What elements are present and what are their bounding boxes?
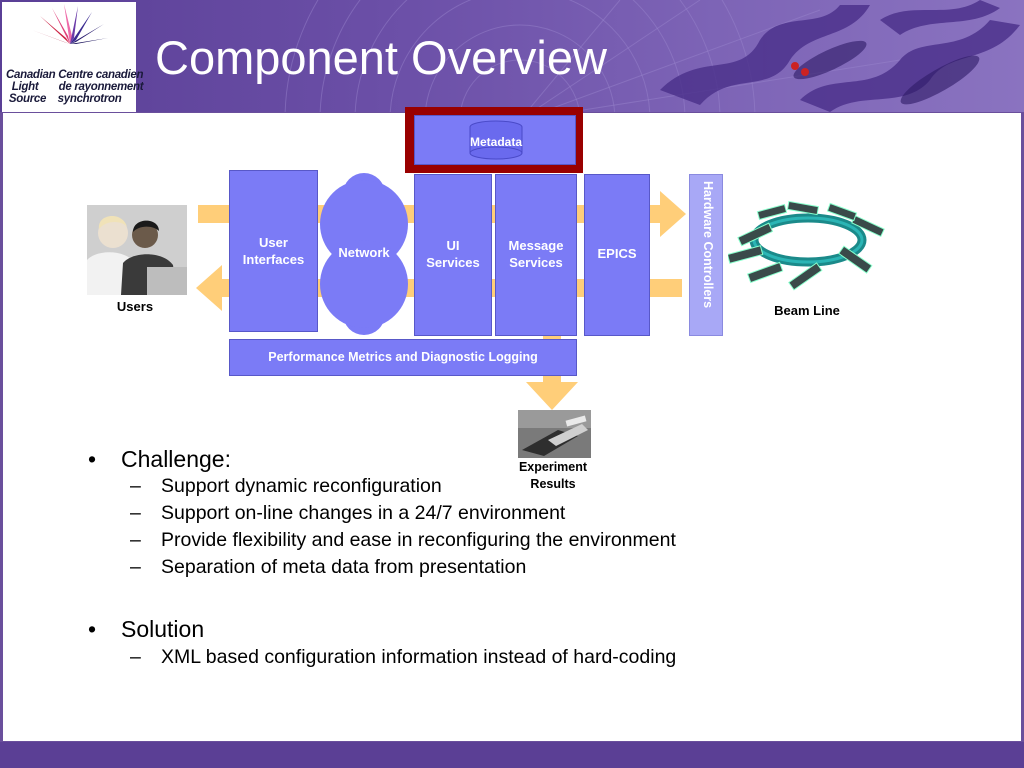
network-label: Network [338, 245, 390, 260]
challenge-item: Support on-line changes in a 24/7 enviro… [161, 502, 566, 524]
beam-line-image [728, 200, 885, 291]
users-label: Users [116, 299, 154, 314]
ui-services-block: UI Services [414, 174, 492, 336]
epics-block: EPICS [584, 174, 650, 336]
hardware-controllers-block: Hardware Controllers [689, 174, 723, 336]
slide-header [0, 0, 1024, 112]
users-photo [87, 205, 187, 295]
challenge-item: Provide flexibility and ease in reconfig… [161, 529, 676, 551]
dash-icon: – [130, 646, 141, 668]
slide-footer [0, 742, 1024, 768]
dash-icon: – [130, 475, 141, 497]
logo-text-line-1: Canadian Centre canadien [6, 69, 144, 81]
maple-leaf-logo-icon [32, 4, 108, 44]
beam-line-label: Beam Line [774, 303, 840, 318]
solution-heading: Solution [121, 616, 205, 642]
protein-ribbon-decoration [284, 0, 1020, 112]
solution-item: XML based configuration information inst… [161, 646, 677, 668]
experiment-results-image [518, 410, 591, 458]
challenge-heading: Challenge: [121, 446, 231, 472]
cls-logo: Canadian Centre canadien Light de rayonn… [2, 2, 144, 112]
bullet-point-icon: • [88, 446, 97, 472]
logo-text-line-3: Source synchrotron [6, 93, 122, 105]
dash-icon: – [130, 529, 141, 551]
hardware-controllers-label: Hardware Controllers [701, 181, 715, 309]
challenge-item: Support dynamic reconfiguration [161, 475, 442, 497]
metadata-block: Metadata [414, 115, 576, 165]
message-services-block: Message Services [495, 174, 577, 336]
metadata-label: Metadata [469, 135, 522, 149]
dash-icon: – [130, 556, 141, 578]
network-cloud [320, 173, 408, 335]
database-icon [469, 120, 523, 160]
dash-icon: – [130, 502, 141, 524]
user-interfaces-block: User Interfaces [229, 170, 318, 332]
challenge-item: Separation of meta data from presentatio… [161, 556, 527, 578]
performance-metrics-block: Performance Metrics and Diagnostic Loggi… [229, 339, 577, 376]
page-title: Component Overview [155, 31, 607, 84]
bullet-point-icon: • [88, 616, 97, 642]
logo-text-line-2: Light de rayonnement [6, 81, 144, 93]
experiment-results-label: Experiment Results [518, 460, 588, 491]
